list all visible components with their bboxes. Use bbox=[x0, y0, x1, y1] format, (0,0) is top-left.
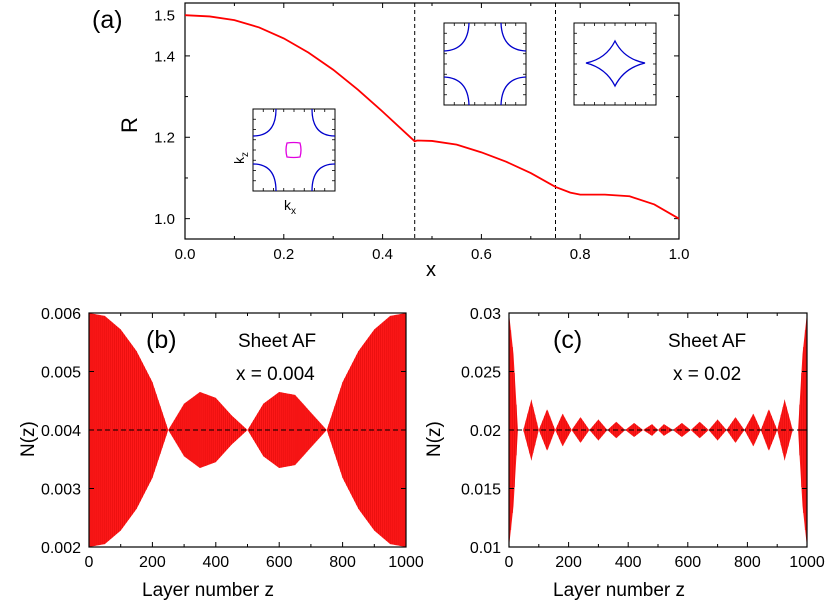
inset-low-x-ticks bbox=[253, 109, 335, 191]
inset-mid-x-ticks bbox=[444, 23, 526, 105]
y-tick-label: 1.2 bbox=[154, 130, 175, 147]
x-tick-label: 0 bbox=[505, 554, 514, 571]
panel-a-vlines bbox=[414, 3, 556, 239]
inset-low-x-ylabel: kz bbox=[231, 152, 251, 164]
y-tick-label: 1.0 bbox=[154, 211, 175, 228]
panel-c-oscillation-lines bbox=[509, 313, 807, 547]
x-tick-label: 600 bbox=[266, 554, 293, 571]
panel-c-annotation-line1: Sheet AF bbox=[668, 331, 746, 352]
panel-a-ticks: 0.0 0.2 0.4 0.6 0.8 1.0 1.0 1.2 1.4 1.5 bbox=[154, 3, 689, 263]
inset-high-x bbox=[573, 22, 657, 106]
inset-mid-x-fermi-sheet bbox=[443, 22, 527, 106]
x-tick-label: 1.0 bbox=[669, 246, 690, 263]
inset-low-x-fermi-sheet bbox=[252, 108, 336, 192]
panel-b: 0 200 400 600 800 1000 0.002 0.003 0.004 0.005 0.0… bbox=[18, 306, 424, 601]
x-tick-label: 0.6 bbox=[471, 246, 492, 263]
y-tick-label: 0.002 bbox=[41, 540, 81, 557]
panel-c-ylabel: N(z) bbox=[424, 421, 445, 457]
panel-a-ylabel: R bbox=[117, 117, 142, 133]
panel-a-xlabel: x bbox=[426, 259, 436, 281]
x-tick-label: 0.2 bbox=[273, 246, 294, 263]
inset-low-x-xlabel: kx bbox=[284, 197, 296, 217]
panel-c-annotation-line2: x = 0.02 bbox=[673, 364, 741, 385]
panel-a-curve bbox=[184, 14, 680, 220]
x-tick-label: 800 bbox=[734, 554, 761, 571]
inset-high-x-ticks bbox=[574, 23, 656, 105]
x-tick-label: 0 bbox=[85, 554, 94, 571]
panel-b-xlabel: Layer number z bbox=[142, 580, 274, 601]
panel-b-label: (b) bbox=[146, 326, 177, 354]
panel-b-ticks: 0 200 400 600 800 1000 0.002 0.003 0.004 0.005 0.0… bbox=[41, 306, 424, 571]
panel-b-annotation-line1: Sheet AF bbox=[238, 331, 316, 352]
panel-b-oscillation-lines bbox=[89, 313, 406, 547]
y-tick-label: 0.025 bbox=[461, 364, 501, 381]
inset-low-x-frame bbox=[252, 108, 336, 192]
inset-mid-x bbox=[443, 22, 527, 106]
y-tick-label: 0.006 bbox=[41, 306, 81, 323]
x-tick-label: 0.8 bbox=[570, 246, 591, 263]
y-tick-label: 0.03 bbox=[470, 306, 501, 323]
x-tick-label: 400 bbox=[202, 554, 229, 571]
x-tick-label: 200 bbox=[555, 554, 582, 571]
panel-b-oscillation-fill bbox=[89, 313, 406, 547]
x-tick-label: 1000 bbox=[388, 554, 424, 571]
x-tick-label: 1000 bbox=[789, 554, 825, 571]
x-tick-label: 0.4 bbox=[372, 246, 393, 263]
x-tick-label: 600 bbox=[674, 554, 701, 571]
inset-high-x-frame bbox=[573, 22, 657, 106]
x-tick-label: 400 bbox=[615, 554, 642, 571]
y-tick-label: 0.02 bbox=[470, 423, 501, 440]
panel-c-label: (c) bbox=[553, 326, 582, 354]
panel-c-ticks: 0 200 400 600 800 1000 0.01 0.015 0.02 0.025 0.03 bbox=[461, 306, 825, 571]
inset-mid-x-frame bbox=[443, 22, 527, 106]
x-tick-label: 800 bbox=[329, 554, 356, 571]
x-tick-label: 0.0 bbox=[175, 246, 196, 263]
y-tick-label: 0.004 bbox=[41, 423, 81, 440]
panel-b-annotation-line2: x = 0.004 bbox=[236, 364, 315, 385]
y-tick-label: 0.015 bbox=[461, 481, 501, 498]
panel-c-xlabel: Layer number z bbox=[553, 580, 685, 601]
inset-low-x-pocket bbox=[285, 141, 302, 159]
y-tick-label: 1.5 bbox=[154, 8, 175, 25]
panel-a-label: (a) bbox=[92, 6, 123, 34]
y-tick-label: 1.4 bbox=[154, 48, 175, 65]
panel-b-ylabel: N(z) bbox=[18, 421, 39, 457]
y-tick-label: 0.003 bbox=[41, 481, 81, 498]
y-tick-label: 0.01 bbox=[470, 540, 501, 557]
inset-high-x-fermi-sheet bbox=[585, 39, 646, 88]
inset-low-x: kx kz bbox=[231, 108, 336, 217]
x-tick-label: 200 bbox=[139, 554, 166, 571]
y-tick-label: 0.005 bbox=[41, 364, 81, 381]
panel-a: 0.0 0.2 0.4 0.6 0.8 1.0 1.0 1.2 1.4 1.5 (a) R x k… bbox=[92, 2, 689, 281]
